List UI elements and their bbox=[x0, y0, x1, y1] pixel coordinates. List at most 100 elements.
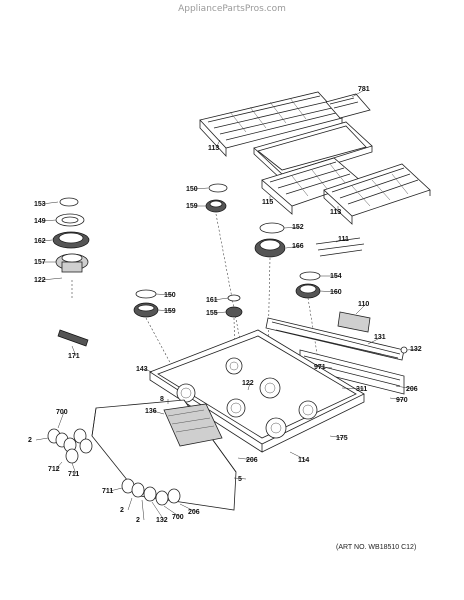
part-label-161: 161 bbox=[206, 297, 218, 304]
part-label-206c: 206 bbox=[188, 509, 200, 516]
part-labels: 781 113 115 113 153 149 162 157 122 150 159 152 166 1… bbox=[28, 86, 422, 524]
part-label-711b: 711 bbox=[102, 488, 113, 495]
art-number: (ART NO. WB18510 C12) bbox=[336, 544, 417, 551]
leader-line-131 bbox=[367, 336, 383, 345]
part-label-2c: 2 bbox=[136, 517, 140, 524]
watermark: AppliancePartsPros.com bbox=[178, 4, 286, 14]
part-label-5: 5 bbox=[238, 476, 242, 483]
leader-line-166 bbox=[285, 245, 301, 249]
leader-line-712 bbox=[55, 461, 63, 470]
leader-line-206a bbox=[395, 385, 415, 390]
part-label-166: 166 bbox=[292, 243, 304, 250]
part-label-175: 175 bbox=[336, 435, 348, 442]
leader-line-711a bbox=[71, 462, 77, 475]
part-label-149: 149 bbox=[34, 218, 46, 225]
leader-line-162 bbox=[41, 239, 53, 242]
part-label-110: 110 bbox=[358, 301, 369, 308]
burner-stack-left bbox=[52, 197, 90, 300]
part-label-711a: 711 bbox=[68, 471, 79, 478]
leader-line-143 bbox=[143, 368, 153, 373]
leader-line-152 bbox=[283, 226, 301, 229]
part-label-8: 8 bbox=[160, 396, 164, 403]
part-label-114: 114 bbox=[298, 457, 309, 464]
leader-line-155 bbox=[213, 311, 227, 314]
part-label-132a: 132 bbox=[410, 346, 422, 353]
leader-line-711b bbox=[109, 487, 123, 492]
part-label-970: 970 bbox=[396, 397, 408, 404]
part-label-2b: 2 bbox=[120, 507, 124, 514]
part-label-132b: 132 bbox=[156, 517, 168, 524]
manifold-rail bbox=[265, 311, 408, 361]
burner-center-right bbox=[254, 222, 286, 351]
burner-cap-center bbox=[205, 183, 241, 341]
part-label-150a: 150 bbox=[186, 186, 198, 193]
wire-harness-small bbox=[315, 237, 365, 257]
leader-line-132a bbox=[406, 348, 419, 351]
leader-line-153 bbox=[41, 201, 59, 205]
leader-line-136 bbox=[152, 410, 165, 415]
leader-line-113a bbox=[215, 139, 221, 149]
part-label-131: 131 bbox=[374, 334, 386, 341]
part-label-154: 154 bbox=[330, 273, 342, 280]
igniter-electrode bbox=[57, 329, 89, 347]
leader-line-161 bbox=[213, 297, 229, 301]
part-label-206a: 206 bbox=[406, 386, 418, 393]
leader-line-160 bbox=[319, 290, 339, 293]
part-label-206b: 206 bbox=[246, 457, 258, 464]
control-panel bbox=[91, 399, 237, 511]
leader-line-2a bbox=[35, 437, 49, 441]
part-label-700a: 700 bbox=[56, 409, 68, 416]
griddle-cover bbox=[325, 93, 371, 119]
part-label-781: 781 bbox=[358, 86, 370, 93]
part-label-311: 311 bbox=[356, 386, 367, 393]
grate-left-top bbox=[199, 91, 343, 158]
knobs-left bbox=[47, 428, 93, 464]
part-label-971: 971 bbox=[314, 364, 326, 371]
part-label-159a: 159 bbox=[186, 203, 198, 210]
part-label-157: 157 bbox=[34, 259, 46, 266]
leader-line-206b bbox=[237, 457, 255, 461]
part-label-712: 712 bbox=[48, 466, 60, 473]
leader-line-171 bbox=[71, 345, 77, 357]
part-label-153: 153 bbox=[34, 201, 46, 208]
part-label-111: 111 bbox=[338, 236, 349, 243]
part-label-171: 171 bbox=[68, 353, 80, 360]
leader-line-111 bbox=[335, 238, 347, 243]
leader-line-150b bbox=[155, 293, 173, 296]
part-label-113a: 113 bbox=[208, 145, 219, 152]
leader-line-970 bbox=[389, 397, 405, 401]
leader-line-114 bbox=[289, 451, 307, 461]
leader-line-5 bbox=[233, 477, 247, 480]
leader-line-700b bbox=[163, 505, 181, 518]
leader-line-150a bbox=[193, 187, 209, 190]
knobs-bottom bbox=[121, 478, 181, 506]
part-label-115: 115 bbox=[262, 199, 273, 206]
part-label-155: 155 bbox=[206, 310, 218, 317]
part-label-150b: 150 bbox=[164, 292, 176, 299]
leader-line-2b bbox=[127, 497, 133, 511]
leader-line-122b bbox=[247, 382, 251, 391]
leader-line-110 bbox=[355, 303, 367, 315]
part-label-136: 136 bbox=[145, 408, 157, 415]
part-label-152: 152 bbox=[292, 224, 304, 231]
part-label-122b: 122 bbox=[242, 380, 254, 387]
leader-line-2c bbox=[141, 499, 145, 521]
part-label-162: 162 bbox=[34, 238, 46, 245]
leader-line-311 bbox=[341, 387, 365, 390]
part-label-700b: 700 bbox=[172, 514, 184, 521]
leader-line-700a bbox=[57, 411, 65, 429]
part-label-143: 143 bbox=[136, 366, 148, 373]
part-label-113b: 113 bbox=[330, 209, 341, 216]
burner-left-mid bbox=[133, 289, 187, 393]
griddle-plate bbox=[253, 121, 373, 181]
part-label-159b: 159 bbox=[164, 308, 176, 315]
leader-line-175 bbox=[329, 435, 345, 439]
cooktop-main bbox=[149, 329, 365, 453]
leader-line-971 bbox=[321, 366, 333, 369]
leader-line-781 bbox=[351, 88, 367, 98]
leader-line-159b bbox=[157, 309, 173, 312]
grate-right bbox=[323, 163, 431, 225]
part-label-160: 160 bbox=[330, 289, 342, 296]
leader-line-122a bbox=[41, 277, 63, 281]
